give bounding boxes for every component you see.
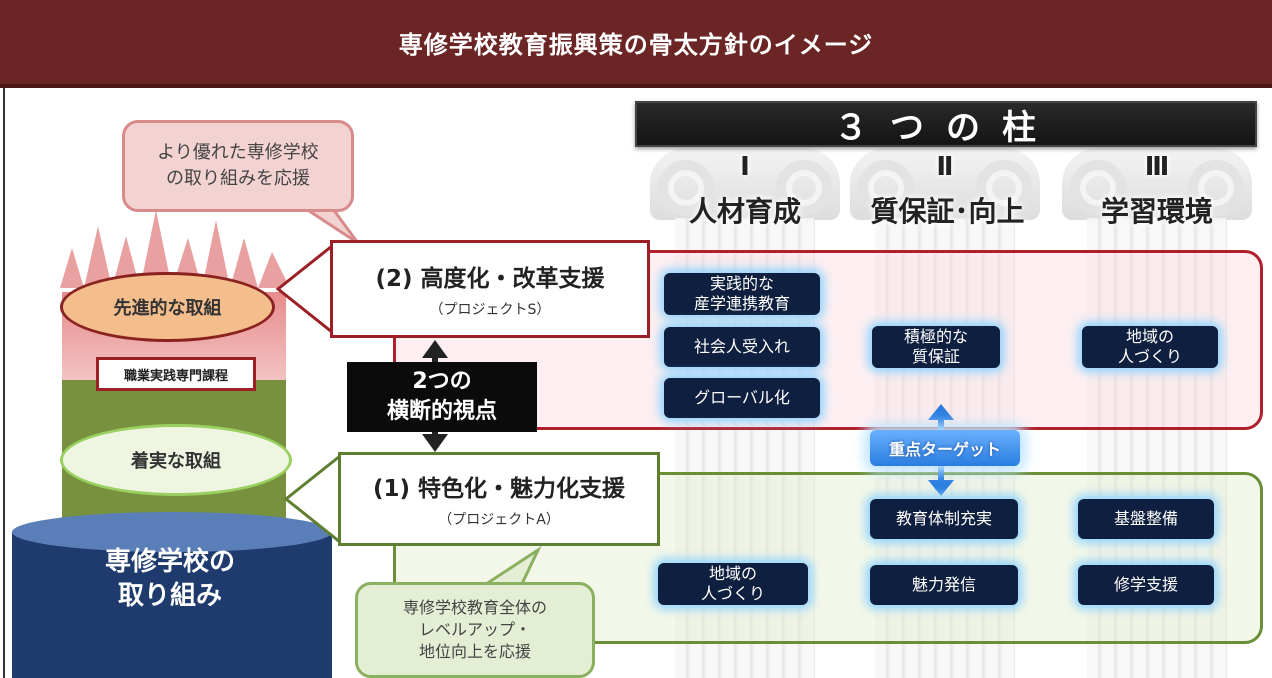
base-label-line1: 専修学校の	[104, 547, 235, 577]
steady-efforts-label: 着実な取組	[131, 451, 221, 472]
pillar-1-numeral: Ⅰ	[740, 152, 750, 182]
arrowhead-distinct	[283, 452, 342, 546]
box-study-support-text: 修学支援	[1113, 575, 1178, 594]
callout-bottom: 専修学校教育全体の レベルアップ・ 地位向上を応援	[355, 582, 595, 678]
cross-line1: 2つの	[412, 369, 472, 394]
distinctive-support-subtitle: （プロジェクトA）	[438, 512, 560, 528]
pillar-2-name: 質保証･向上	[870, 195, 1025, 228]
callout-top: より優れた専修学校 の取り組みを応援	[122, 120, 354, 212]
box-globalization: グローバル化	[664, 378, 820, 418]
box-globalization-text: グローバル化	[694, 388, 790, 407]
advanced-support-box: (2) 高度化・改革支援 （プロジェクトS）	[330, 240, 650, 338]
box-regional-people-upper: 地域の人づくり	[1082, 326, 1218, 368]
page-title: 専修学校教育振興策の骨太方針のイメージ	[398, 30, 874, 59]
box-regional-people-lower-line1: 地域の	[708, 564, 757, 583]
callout-top-line1: より優れた専修学校	[157, 142, 319, 163]
box-adult-admission-text: 社会人受入れ	[693, 337, 790, 356]
box-quality-assurance: 積極的な質保証	[872, 326, 1000, 368]
box-education-system: 教育体制充実	[870, 499, 1018, 539]
base-disk	[12, 512, 332, 678]
box-infrastructure-text: 基盤整備	[1113, 509, 1178, 528]
callout-bottom-line2: レベルアップ・	[418, 620, 531, 639]
box-education-system-text: 教育体制充実	[895, 509, 992, 528]
header-bar: 専修学校教育振興策の骨太方針のイメージ	[0, 0, 1272, 88]
spikes-graphic	[60, 210, 290, 288]
box-adult-admission: 社会人受入れ	[664, 327, 820, 367]
callout-bottom-line1: 専修学校教育全体の	[402, 598, 547, 617]
pillar-1-name: 人材育成	[688, 195, 801, 228]
pillar-3-name: 学習環境	[1100, 195, 1213, 228]
pillar-3-numeral: Ⅲ	[1144, 152, 1170, 182]
vocational-course-text: 職業実践専門課程	[123, 368, 228, 384]
box-appeal-outreach: 魅力発信	[870, 565, 1018, 605]
pillar-2-numeral: Ⅱ	[936, 152, 954, 182]
priority-target-label: 重点ターゲット	[870, 430, 1020, 466]
cross-line2: 横断的視点	[386, 399, 497, 424]
cross-cutting-box: 2つの 横断的視点	[347, 362, 537, 432]
callout-top-line2: の取り組みを応援	[165, 168, 310, 189]
distinctive-support-title: (1) 特色化・魅力化支援	[372, 476, 626, 502]
box-regional-people-lower-line2: 人づくり	[700, 584, 765, 603]
box-regional-people-upper-line1: 地域の	[1125, 327, 1174, 346]
base-label: 専修学校の 取り組み	[60, 545, 280, 613]
box-industry-education-line2: 産学連携教育	[693, 294, 790, 313]
box-regional-people-upper-line2: 人づくり	[1117, 347, 1182, 366]
advanced-support-subtitle: （プロジェクトS）	[429, 302, 551, 318]
advanced-efforts-label: 先進的な取組	[113, 298, 222, 319]
three-pillars-banner: ３つの柱	[635, 101, 1257, 148]
box-appeal-outreach-text: 魅力発信	[911, 575, 976, 594]
box-industry-education-line1: 実践的な	[709, 274, 774, 293]
box-regional-people-lower: 地域の人づくり	[658, 563, 808, 605]
left-rule	[3, 88, 5, 678]
box-study-support: 修学支援	[1078, 565, 1214, 605]
box-infrastructure: 基盤整備	[1078, 499, 1214, 539]
priority-target-text: 重点ターゲット	[888, 440, 1001, 459]
vocational-course-label: 職業実践専門課程	[96, 357, 256, 391]
box-industry-education: 実践的な産学連携教育	[664, 273, 820, 315]
arrowhead-advanced	[275, 242, 334, 336]
box-quality-assurance-line2: 質保証	[911, 347, 960, 366]
advanced-efforts-ellipse: 先進的な取組	[60, 272, 275, 342]
advanced-support-title: (2) 高度化・改革支援	[375, 266, 605, 292]
steady-efforts-ellipse: 着実な取組	[60, 424, 292, 496]
distinctive-support-box: (1) 特色化・魅力化支援 （プロジェクトA）	[338, 452, 660, 546]
base-label-line2: 取り組み	[117, 581, 222, 611]
box-quality-assurance-line1: 積極的な	[903, 327, 968, 346]
callout-bottom-line3: 地位向上を応援	[418, 642, 531, 661]
banner-text: ３つの柱	[834, 107, 1058, 148]
